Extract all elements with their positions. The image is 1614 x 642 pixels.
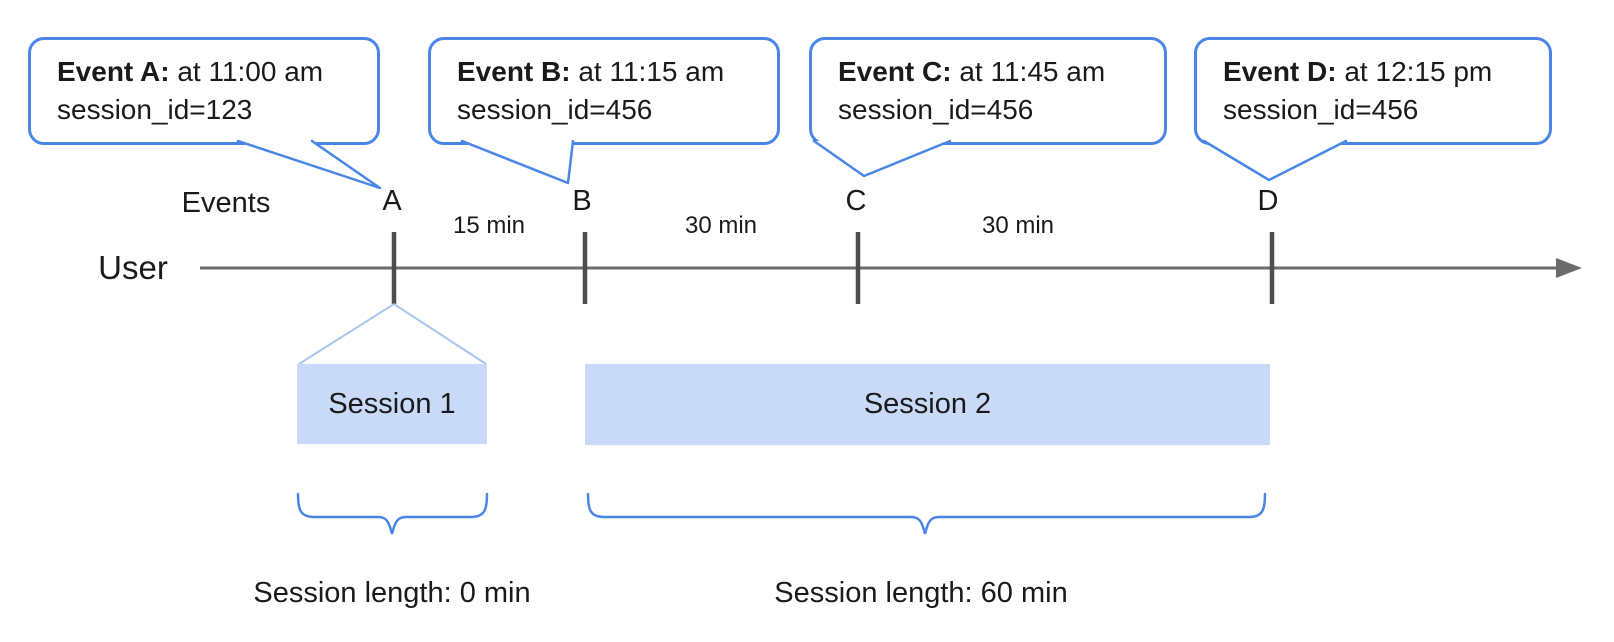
timeline-axis — [200, 258, 1582, 278]
session1-length-label: Session length: 0 min — [253, 577, 531, 609]
event-b-line2: session_id=456 — [457, 94, 653, 125]
session2-length-label: Session length: 60 min — [774, 577, 1068, 609]
event-b-callout: Event B: at 11:15 am session_id=456 — [428, 37, 780, 145]
session2-box: Session 2 — [585, 364, 1270, 445]
session2-brace — [586, 492, 1267, 535]
event-a-callout: Event A: at 11:00 am session_id=123 — [28, 37, 380, 145]
marker-d: D — [1257, 185, 1279, 217]
interval-a-b: 15 min — [452, 212, 526, 239]
session1-funnel — [298, 303, 487, 365]
event-c-line2: session_id=456 — [838, 94, 1034, 125]
events-axis-label: Events — [181, 187, 271, 219]
event-c-callout: Event C: at 11:45 am session_id=456 — [809, 37, 1167, 145]
event-b-line1: Event B: at 11:15 am — [457, 56, 725, 87]
session1-label: Session 1 — [328, 387, 456, 420]
event-a-tail — [236, 139, 382, 190]
event-b-tail — [460, 139, 575, 185]
interval-b-c: 30 min — [684, 212, 758, 239]
interval-c-d: 30 min — [981, 212, 1055, 239]
user-axis-label: User — [98, 249, 168, 286]
event-c-tail — [812, 139, 952, 178]
event-c-line1: Event C: at 11:45 am — [838, 56, 1106, 87]
event-d-line1: Event D: at 12:15 pm — [1223, 56, 1493, 87]
marker-c: C — [845, 185, 867, 217]
event-d-tail — [1202, 139, 1348, 182]
arrowhead-icon — [1556, 258, 1582, 278]
session2-label: Session 2 — [863, 388, 992, 420]
event-d-callout: Event D: at 12:15 pm session_id=456 — [1194, 37, 1552, 145]
event-a-line2: session_id=123 — [57, 94, 253, 125]
event-d-line2: session_id=456 — [1223, 94, 1419, 125]
session1-box: Session 1 — [297, 364, 487, 444]
marker-b: B — [572, 185, 592, 217]
marker-a: A — [382, 185, 402, 217]
event-ticks — [391, 232, 1275, 304]
event-a-line1: Event A: at 11:00 am — [57, 56, 324, 87]
session1-brace — [296, 492, 489, 535]
